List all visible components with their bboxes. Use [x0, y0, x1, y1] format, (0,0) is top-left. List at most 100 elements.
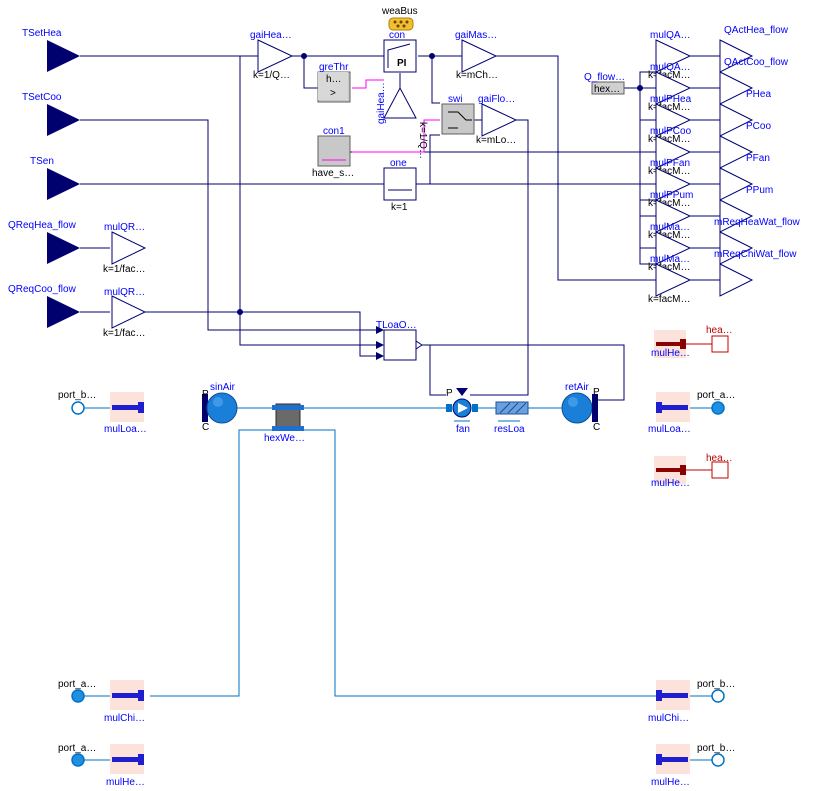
output-label-phea: PHea [746, 89, 771, 100]
label-con1: con1 [323, 126, 345, 137]
output-mreqheawat: mReqHeaWat_flow [714, 217, 801, 265]
label-gaiflo: gaiFlo… [478, 94, 515, 105]
label-port-a-right: port_a… [697, 390, 735, 401]
param-gaiflo: k=mLo… [476, 135, 516, 146]
input-tsetcoo: TSetCoo [22, 92, 80, 136]
label-con: con [389, 30, 405, 41]
label-hea-mid: hea… [706, 453, 733, 464]
block-con-pi[interactable]: con PI [383, 30, 417, 73]
gain-gaimas[interactable]: gaiMas… k=mCh… [455, 30, 498, 81]
label-port-b-left: port_b… [58, 390, 96, 401]
output-qactcoo: QActCoo_flow [719, 57, 789, 105]
multiplier-mulhe-bot-right[interactable]: mulHe… [651, 744, 690, 788]
block-tloa[interactable]: TLoaO… [376, 320, 423, 361]
gain-mul-5[interactable]: mulPPum k=facM… [648, 190, 693, 241]
input-label-tsetcoo: TSetCoo [22, 92, 62, 103]
label-hea-top: hea… [706, 325, 733, 336]
label-mulqr-hea: mulQR… [104, 222, 145, 233]
input-tsethea: TSetHea [22, 28, 80, 72]
gain-gaiflo[interactable]: gaiFlo… k=mLo… [476, 94, 518, 146]
gain-mulqr-coo[interactable]: mulQR… k=1/fac… [103, 287, 147, 339]
param-mul-7: k=facM… [648, 294, 691, 305]
gain-gaihea-top[interactable]: gaiHea… k=1/Q… [250, 30, 294, 81]
volume-sinair[interactable]: sinAir P C [202, 382, 238, 433]
param-mul-0: k=facM… [648, 70, 691, 81]
heat-port-mid[interactable]: mulHe… hea… [651, 453, 733, 489]
param-mul-3: k=facM… [648, 166, 691, 177]
heat-port-top[interactable]: mulHe… hea… [651, 325, 733, 359]
gain-mulqr-hea[interactable]: mulQR… k=1/fac… [103, 222, 147, 275]
label-mul-4: mulPFan [650, 158, 690, 169]
block-swi[interactable]: swi [441, 94, 475, 135]
heat-exchanger-hexwe[interactable]: hexWe… [264, 403, 305, 444]
sinair-p: P [202, 389, 209, 400]
output-label-qacthea: QActHea_flow [724, 25, 789, 36]
fluid-port-a-he-left[interactable]: port_a… [58, 743, 110, 767]
label-mulhe-bot-left: mulHe… [106, 777, 145, 788]
label-mulqr-coo: mulQR… [104, 287, 145, 298]
label-swi: swi [448, 94, 462, 105]
param-mul-1: k=facM… [648, 102, 691, 113]
output-label-pcoo: PCoo [746, 121, 771, 132]
multiplier-mulchi-left[interactable]: mulChi… [104, 680, 145, 724]
gain-gaihea-rot[interactable]: gaiHea… k=1/Q… [376, 82, 428, 159]
label-resloa: resLoa [494, 424, 525, 435]
label-mul-2: mulPHea [650, 94, 692, 105]
fluid-port-a-right[interactable]: port_a… [690, 390, 735, 415]
junction-dots [237, 53, 643, 315]
label-mulloa-left: mulLoa… [104, 424, 147, 435]
retair-p: P [593, 387, 600, 398]
label-mul-5: mulPPum [650, 190, 693, 201]
block-q-flow[interactable]: Q_flow… hex… [584, 72, 625, 95]
block-con1[interactable]: con1 have_s… [312, 126, 354, 179]
gain-mul-6[interactable]: mulMa… k=facM… [648, 222, 692, 273]
multiplier-mulhe-bot-left[interactable]: mulHe… [106, 744, 145, 788]
multiplier-mulchi-right[interactable]: mulChi… [648, 680, 690, 724]
input-label-tsen: TSen [30, 156, 54, 167]
volume-retair[interactable]: retAir P C [561, 382, 600, 433]
gain-mul-4[interactable]: mulPFan k=facM… [648, 158, 692, 209]
label-mul-0: mulQA… [650, 30, 691, 41]
label-port-b-chi-right: port_b… [697, 679, 735, 690]
gain-mul-0[interactable]: mulQA… k=facM… [648, 30, 692, 81]
block-grethr[interactable]: greThr h… > [317, 62, 351, 103]
param-gaihea-top: k=1/Q… [253, 70, 290, 81]
weabus-connector[interactable]: weaBus [381, 6, 418, 31]
label-mul-6: mulMa… [650, 222, 690, 233]
param-mulqr-hea: k=1/fac… [103, 264, 146, 275]
gain-mul-2[interactable]: mulPHea k=facM… [648, 94, 692, 145]
fluid-port-b-he-right[interactable]: port_b… [690, 743, 735, 767]
label-port-a-chi-left: port_a… [58, 679, 96, 690]
gain-mul-3[interactable]: mulPCoo k=facM… [648, 126, 692, 177]
multiplier-mulloa-right[interactable]: mulLoa… [648, 392, 691, 435]
label-mulhe-mid: mulHe… [651, 478, 690, 489]
block-one[interactable]: one k=1 [383, 158, 417, 213]
input-tsen: TSen [30, 156, 80, 200]
grethr-h: h… [326, 74, 342, 85]
output-ppum: PPum [719, 185, 773, 233]
param-mul-6: k=facM… [648, 262, 691, 273]
input-qreqhea: QReqHea_flow [8, 220, 80, 264]
gain-mul-1[interactable]: mulQA… k=facM… [648, 62, 692, 113]
gain-mul-7[interactable]: mulMa… k=facM… [648, 254, 692, 305]
fluid-port-b-left[interactable]: port_b… [58, 390, 110, 415]
output-label-mreqchiwat: mReqChiWat_flow [714, 249, 797, 260]
param-gaimas: k=mCh… [456, 70, 498, 81]
label-mul-7: mulMa… [650, 254, 690, 265]
label-weabus: weaBus [381, 6, 418, 17]
param-gaihea-rot: k=1/Q… [417, 122, 428, 159]
input-label-qreqcoo: QReqCoo_flow [8, 284, 77, 295]
fluid-port-b-chi-right[interactable]: port_b… [690, 679, 735, 703]
param-mul-2: k=facM… [648, 134, 691, 145]
label-retair: retAir [565, 382, 590, 393]
label-mul-3: mulPCoo [650, 126, 692, 137]
fan[interactable]: fan P [446, 388, 478, 435]
sinair-c: C [202, 422, 209, 433]
signal-connections [80, 55, 720, 401]
fluid-port-a-chi-left[interactable]: port_a… [58, 679, 110, 703]
label-gaihea-rot: gaiHea… [376, 82, 387, 124]
resistance-resloa[interactable]: resLoa [494, 401, 529, 435]
multiplier-mulloa-left[interactable]: mulLoa… [104, 392, 147, 435]
label-tloa: TLoaO… [376, 320, 417, 331]
